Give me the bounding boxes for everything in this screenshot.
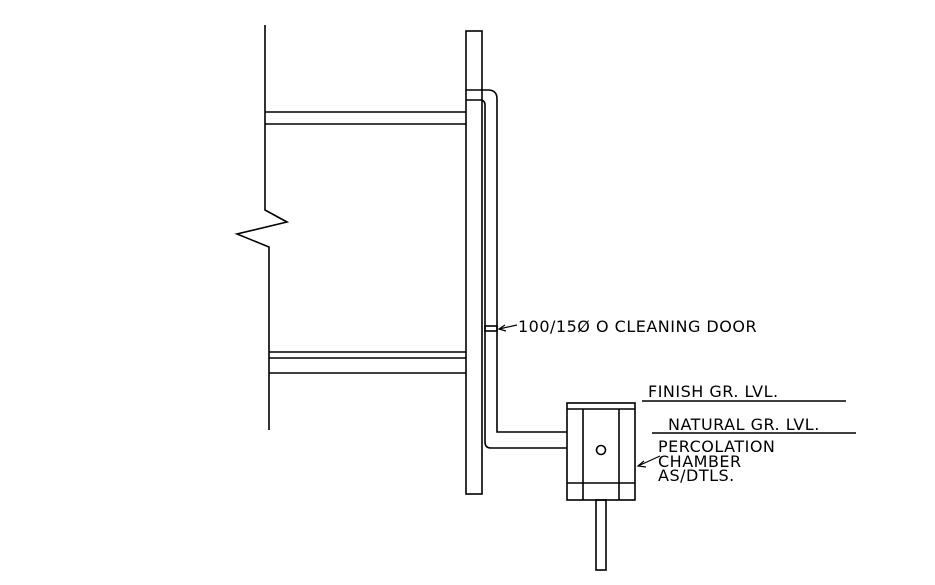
lower-floor-slab [269,351,466,374]
cleaning-door-leader [497,324,518,332]
finish-ground-label: FINISH GR. LVL. [648,382,779,401]
cleaning-door-label: 100/15Ø O CLEANING DOOR [518,317,757,336]
natural-ground-label: NATURAL GR. LVL. [668,415,820,434]
percolation-label-line3: AS/DTLS. [658,466,735,485]
upper-floor-slab [265,111,466,125]
drain-pipe-inner [466,99,567,449]
drain-pipe [466,89,567,433]
vertical-column [465,30,483,495]
soak-pipe [595,499,607,571]
chamber-opening [595,444,607,456]
percolation-label-line2: CHAMBER [658,452,742,471]
building-wall-with-break [234,25,290,430]
percolation-label-line1: PERCOLATION [658,437,775,456]
percolation-chamber [566,402,636,501]
percolation-leader [636,455,661,468]
cleaning-door-marker [484,325,498,332]
